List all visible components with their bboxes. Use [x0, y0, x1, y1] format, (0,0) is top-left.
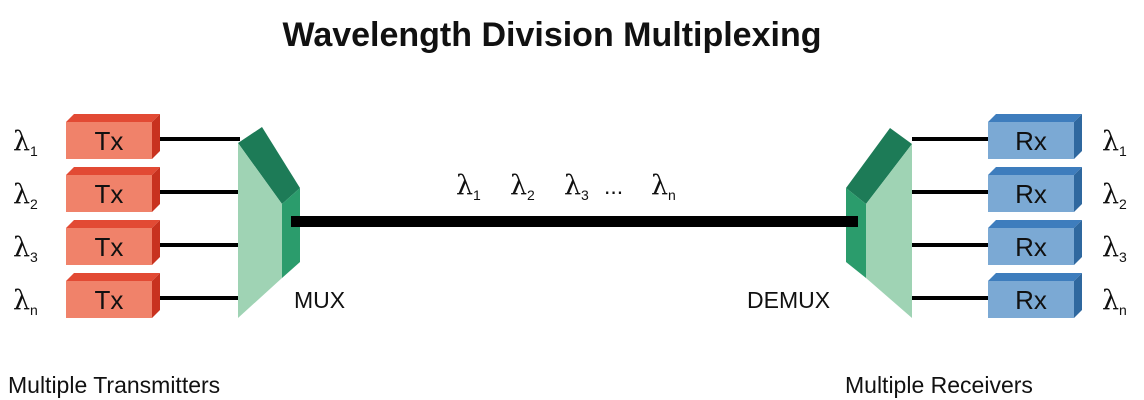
receiver-n: Rx	[988, 273, 1082, 318]
receiver-2-side	[1074, 167, 1082, 212]
mux-prism	[238, 127, 300, 318]
transmitter-1-top	[66, 114, 160, 122]
tx-lambda-3-subscript: 3	[30, 249, 38, 265]
rx-lambda-n-subscript: n	[1119, 302, 1127, 318]
transmitter-3-top	[66, 220, 160, 228]
transmitter-n-top	[66, 273, 160, 281]
rx-connector-3	[912, 243, 990, 247]
rx-lambda-1: λ	[1102, 126, 1119, 157]
mux-prism-front	[238, 143, 282, 318]
receiver-1-label: Rx	[1015, 126, 1047, 156]
demux-prism-side	[846, 188, 866, 278]
receiver-1-face	[988, 122, 1074, 159]
demux-prism-top	[846, 128, 912, 204]
fiber-lambda-3: λ	[564, 170, 581, 201]
rx-lambda-3: λ	[1102, 232, 1119, 263]
receiver-n-side	[1074, 273, 1082, 318]
transmitter-3-face	[66, 228, 152, 265]
transmitter-3-side	[152, 220, 160, 265]
fiber-lambda-1: λ	[456, 170, 473, 201]
receiver-1-side	[1074, 114, 1082, 159]
receiver-2-top	[988, 167, 1082, 175]
tx-lambda-1-subscript: 1	[30, 143, 38, 159]
fiber-lambda-2-subscript: 2	[527, 187, 535, 203]
tx-lambda-n-subscript: n	[30, 302, 38, 318]
tx-lambda-2: λ	[13, 179, 30, 210]
fiber-lambda-2: λ	[510, 170, 527, 201]
tx-connector-1	[160, 137, 240, 141]
rx-connector-2	[912, 190, 990, 194]
receiver-3-label: Rx	[1015, 232, 1047, 262]
receiver-1-top	[988, 114, 1082, 122]
transmitter-n-face	[66, 281, 152, 318]
tx-lambda-3: λ	[13, 232, 30, 263]
receiver-1: Rx	[988, 114, 1082, 159]
fiber-wavelength-label: λ 1 λ 2 λ 3 ... λ n	[456, 170, 676, 203]
rx-connector-n	[912, 296, 990, 300]
transmitter-n-side	[152, 273, 160, 318]
transmitter-2-label: Tx	[95, 179, 124, 209]
transmitter-3: Tx	[66, 220, 160, 265]
tx-connector-n	[160, 296, 240, 300]
receiver-3-side	[1074, 220, 1082, 265]
receiver-n-label: Rx	[1015, 285, 1047, 315]
fiber-lambda-3-subscript: 3	[581, 187, 589, 203]
rx-lambda-2-subscript: 2	[1119, 196, 1127, 212]
receiver-n-top	[988, 273, 1082, 281]
rx-lambda-2: λ	[1102, 179, 1119, 210]
transmitter-2-face	[66, 175, 152, 212]
demux-prism	[846, 128, 912, 318]
transmitter-2-top	[66, 167, 160, 175]
mux-label: MUX	[294, 287, 345, 313]
diagram-title: Wavelength Division Multiplexing	[282, 16, 821, 54]
receiver-3: Rx	[988, 220, 1082, 265]
fiber-ellipsis: ...	[604, 173, 623, 199]
receiver-3-top	[988, 220, 1082, 228]
transmitter-3-label: Tx	[95, 232, 124, 262]
transmitter-1-face	[66, 122, 152, 159]
rx-lambda-n: λ	[1102, 285, 1119, 316]
rx-connector-1	[912, 137, 990, 141]
transmitter-2-side	[152, 167, 160, 212]
mux-prism-top	[238, 127, 300, 204]
tx-lambda-2-subscript: 2	[30, 196, 38, 212]
tx-lambda-n: λ	[13, 285, 30, 316]
rx-lambda-1-subscript: 1	[1119, 143, 1127, 159]
demux-label: DEMUX	[747, 287, 830, 313]
receiver-2-face	[988, 175, 1074, 212]
rx-lambda-3-subscript: 3	[1119, 249, 1127, 265]
fiber-lambda-n: λ	[651, 170, 668, 201]
receiver-2-label: Rx	[1015, 179, 1047, 209]
tx-connector-3	[160, 243, 240, 247]
receiver-2: Rx	[988, 167, 1082, 212]
mux-prism-side	[282, 188, 300, 278]
transmitter-n-label: Tx	[95, 285, 124, 315]
transmitter-2: Tx	[66, 167, 160, 212]
tx-lambda-1: λ	[13, 126, 30, 157]
transmitter-1-side	[152, 114, 160, 159]
fiber-lambda-1-subscript: 1	[473, 187, 481, 203]
receiver-3-face	[988, 228, 1074, 265]
transmitters-caption: Multiple Transmitters	[8, 372, 220, 398]
demux-prism-front	[866, 144, 912, 318]
tx-connector-2	[160, 190, 240, 194]
receivers-caption: Multiple Receivers	[845, 372, 1033, 398]
transmitter-1-label: Tx	[95, 126, 124, 156]
transmitter-1: Tx	[66, 114, 160, 159]
fiber-lambda-n-subscript: n	[668, 187, 676, 203]
fiber-link	[291, 216, 858, 227]
receiver-n-face	[988, 281, 1074, 318]
transmitter-n: Tx	[66, 273, 160, 318]
